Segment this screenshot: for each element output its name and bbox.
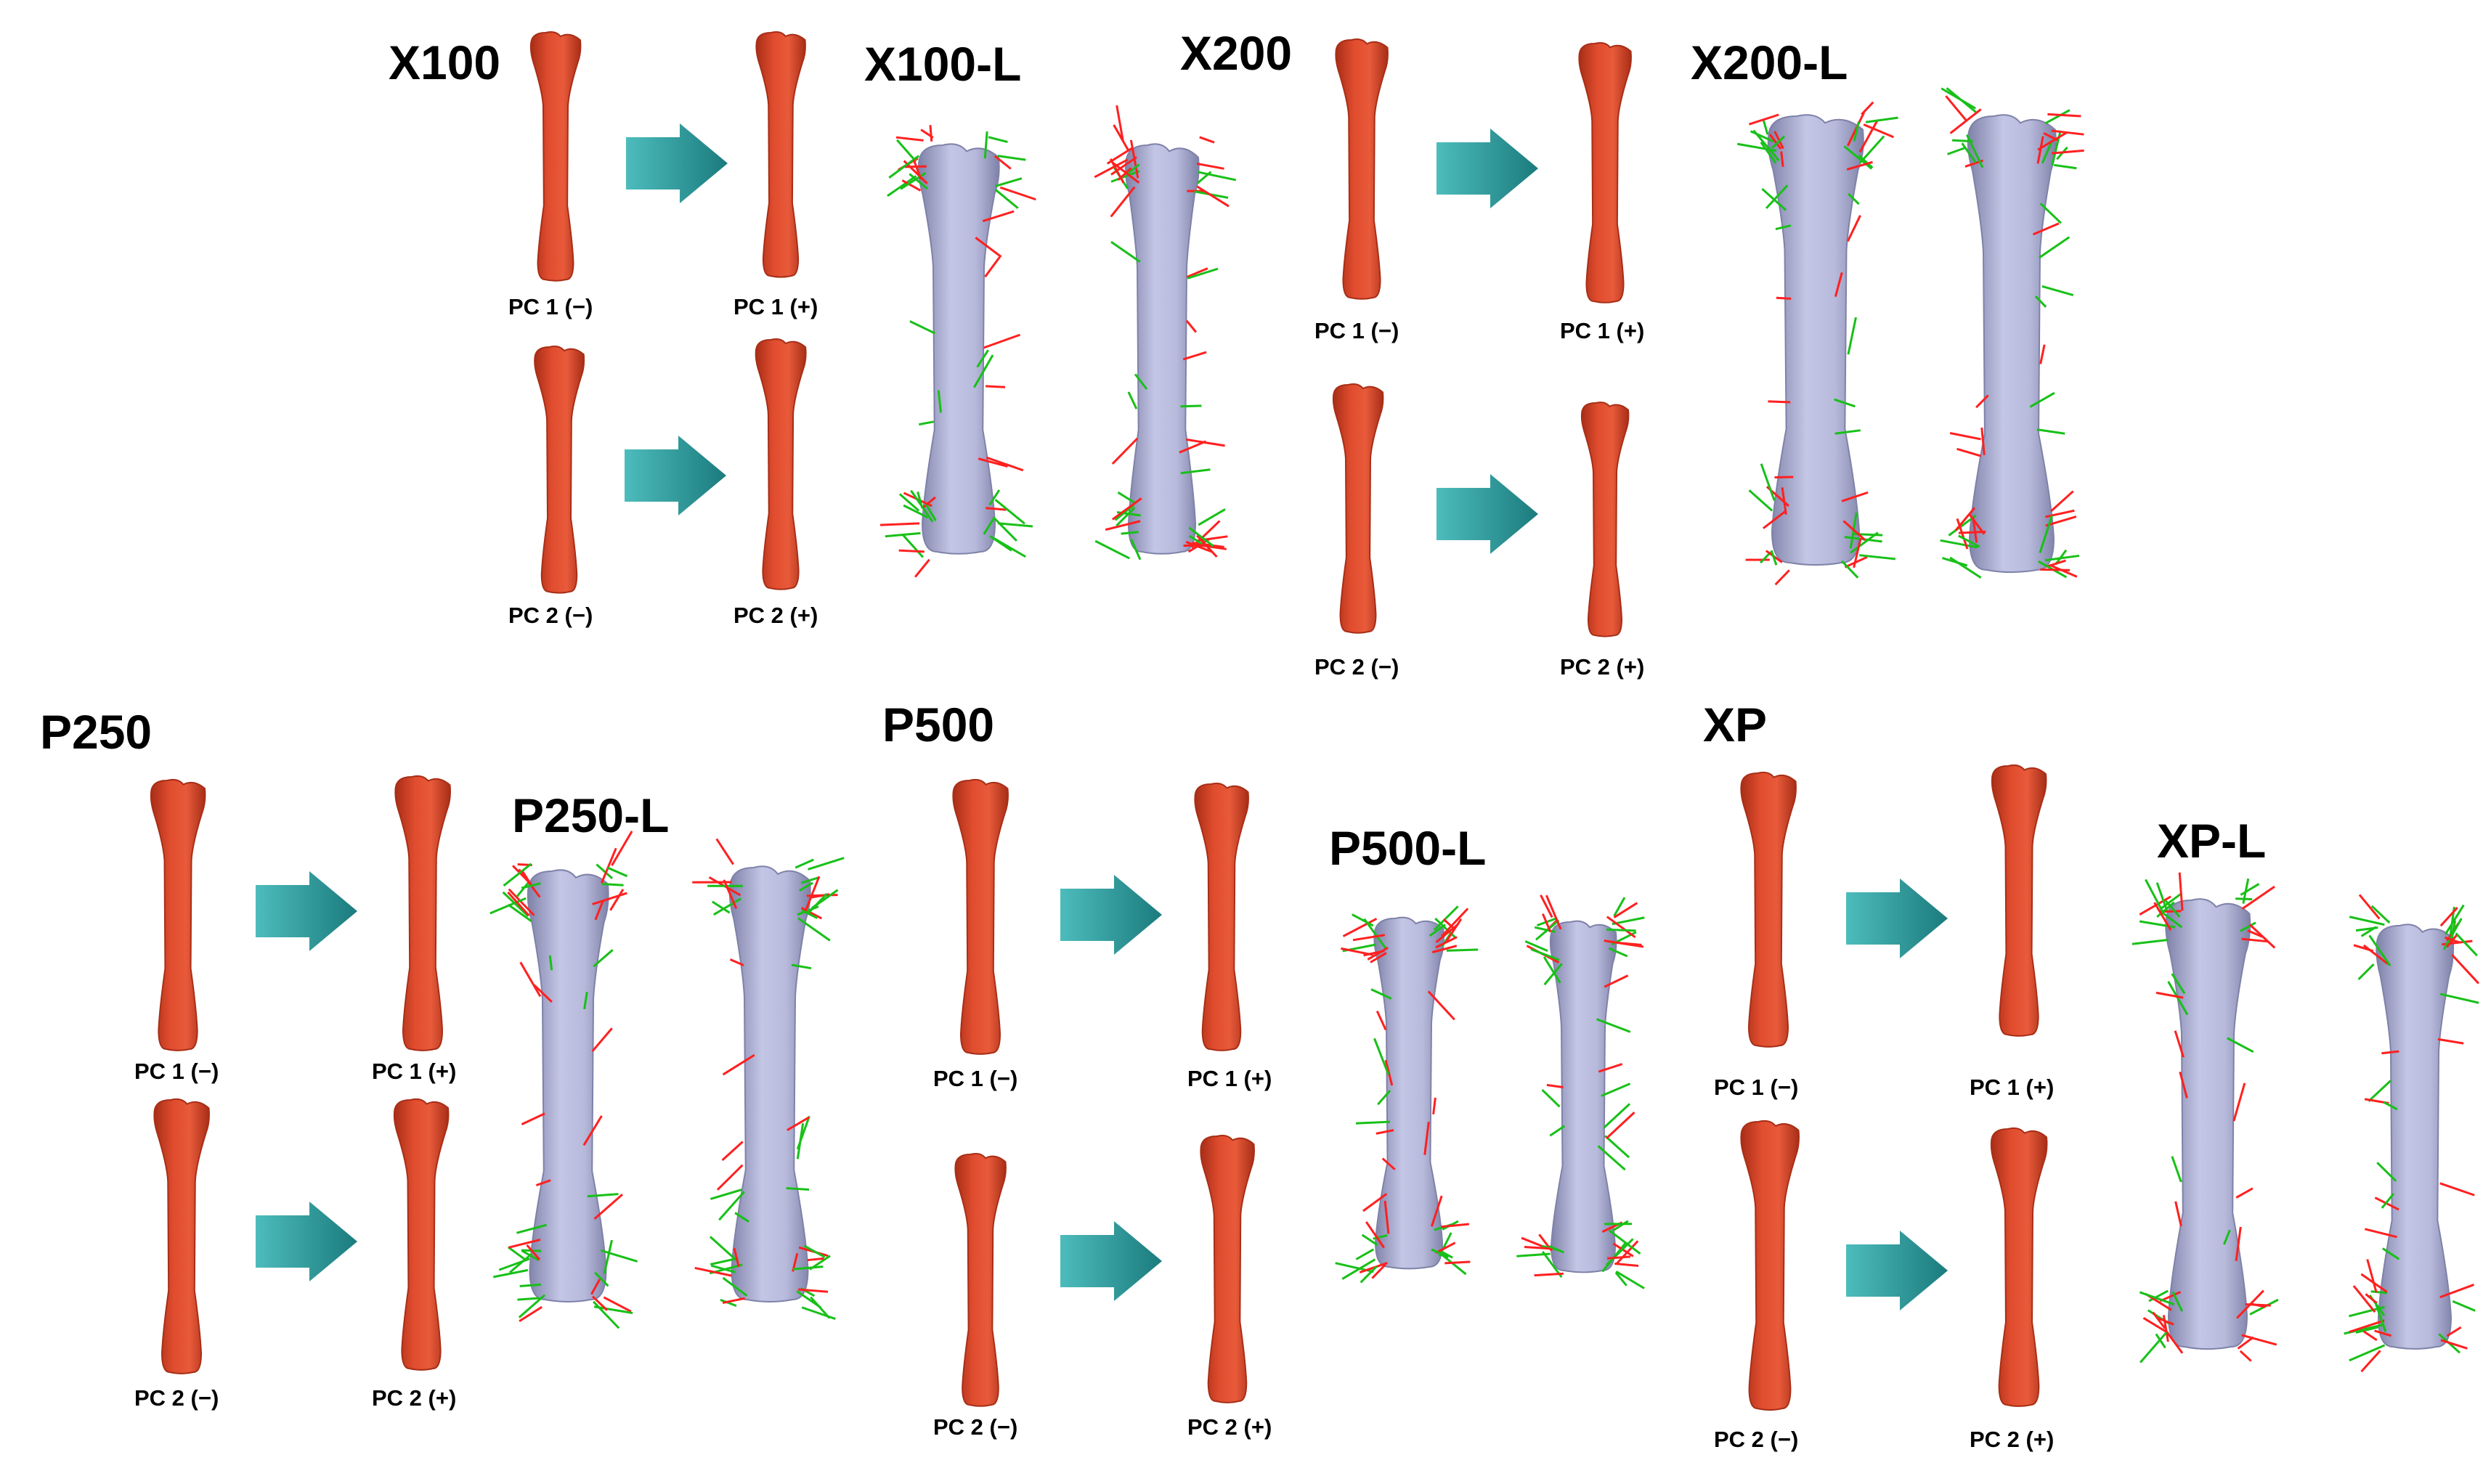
landmark-bone-x200-b <box>1967 114 2057 574</box>
panel-title-x200: X200 <box>1180 26 1293 80</box>
bone-p500-pc1-pos <box>1194 782 1249 1051</box>
landmark-title-x200: X200-L <box>1691 36 1848 89</box>
bone-p500-pc2-neg <box>954 1153 1007 1407</box>
landmark-bone-xp-a-vectors <box>2132 872 2279 1363</box>
landmark-bone-x200-a-vectors <box>1737 101 1898 586</box>
pc-label-p250-pc1-pos: PC 1 (+) <box>372 1059 457 1084</box>
bone-x200-pc1-pos <box>1578 42 1632 303</box>
landmark-bone-p250-a <box>527 869 609 1302</box>
bone-xp-pc2-neg <box>1740 1120 1800 1411</box>
landmark-bone-x100-a-vectors <box>879 125 1036 578</box>
bone-xp-pc1-neg <box>1740 771 1797 1048</box>
landmark-bone-xp-a <box>2165 898 2251 1350</box>
landmark-title-p500: P500-L <box>1329 821 1487 875</box>
bone-p250-pc1-neg <box>150 778 206 1051</box>
landmark-bone-p500-b-vectors <box>1516 894 1645 1289</box>
panel-title-p250: P250 <box>40 705 153 759</box>
arrow-p500-pc2 <box>1060 1221 1162 1301</box>
pc-label-x100-pc2-neg: PC 2 (−) <box>508 603 593 628</box>
landmark-title-x100: X100-L <box>864 37 1022 91</box>
arrow-x200-pc1 <box>1436 129 1538 208</box>
pc-label-p250-pc2-neg: PC 2 (−) <box>134 1385 219 1411</box>
bone-x100-pc2-pos <box>755 338 807 590</box>
landmark-bone-x200-a <box>1767 114 1864 566</box>
bone-p500-pc1-neg <box>952 778 1009 1055</box>
landmark-bone-x100-b <box>1124 143 1200 555</box>
landmark-bone-x100-a <box>917 143 1000 555</box>
pc-label-x100-pc2-pos: PC 2 (+) <box>733 603 818 628</box>
arrow-p250-pc1 <box>256 871 357 951</box>
pc-label-xp-pc1-neg: PC 1 (−) <box>1714 1075 1799 1100</box>
bone-p250-pc2-pos <box>393 1098 450 1371</box>
landmark-bone-p500-a-vectors <box>1335 905 1479 1284</box>
pc-label-xp-pc2-pos: PC 2 (+) <box>1970 1427 2055 1452</box>
landmark-bone-p250-a-vectors <box>489 831 638 1329</box>
pc-label-x200-pc2-pos: PC 2 (+) <box>1560 654 1645 680</box>
panel-title-x100: X100 <box>389 36 501 89</box>
bone-x200-pc1-neg <box>1335 38 1389 300</box>
panel-title-xp: XP <box>1703 698 1768 751</box>
arrow-p500-pc1 <box>1060 875 1162 955</box>
landmark-bone-p250-b-vectors <box>692 838 845 1321</box>
bone-p500-pc2-pos <box>1200 1134 1255 1403</box>
bone-x200-pc2-pos <box>1580 401 1630 637</box>
arrow-x100-pc1 <box>626 123 728 203</box>
pc-label-x100-pc1-neg: PC 1 (−) <box>508 294 593 319</box>
pc-label-xp-pc2-neg: PC 2 (−) <box>1714 1427 1799 1452</box>
arrow-p250-pc2 <box>256 1202 357 1281</box>
landmark-bone-xp-b <box>2376 924 2455 1350</box>
bone-p250-pc2-neg <box>153 1098 210 1374</box>
landmark-bone-x200-b-vectors <box>1940 87 2084 579</box>
pc-label-x200-pc1-neg: PC 1 (−) <box>1314 318 1399 343</box>
bone-xp-pc2-pos <box>1990 1127 2048 1407</box>
bone-p250-pc1-pos <box>394 775 451 1051</box>
bone-x100-pc1-neg <box>529 31 582 282</box>
arrow-xp-pc2 <box>1846 1231 1948 1310</box>
pc-label-p500-pc2-pos: PC 2 (+) <box>1187 1414 1272 1440</box>
pc-label-p500-pc1-neg: PC 1 (−) <box>933 1066 1018 1091</box>
landmark-bone-x100-b-vectors <box>1094 105 1237 560</box>
landmark-title-p250: P250-L <box>512 788 670 842</box>
landmark-bone-p500-a <box>1373 916 1445 1270</box>
arrow-xp-pc1 <box>1846 878 1948 958</box>
pc-label-p250-pc1-neg: PC 1 (−) <box>134 1059 219 1084</box>
bone-xp-pc1-pos <box>1991 764 2047 1037</box>
pc-label-x200-pc2-neg: PC 2 (−) <box>1314 654 1399 680</box>
pc-label-xp-pc1-pos: PC 1 (+) <box>1970 1075 2055 1100</box>
panel-title-p500: P500 <box>882 698 995 751</box>
pc-label-x100-pc1-pos: PC 1 (+) <box>733 294 818 319</box>
arrow-x200-pc2 <box>1436 474 1538 554</box>
pc-label-p500-pc2-neg: PC 2 (−) <box>933 1414 1018 1440</box>
bone-x200-pc2-neg <box>1332 383 1384 634</box>
bone-x100-pc2-neg <box>534 346 585 594</box>
pc-label-p250-pc2-pos: PC 2 (+) <box>372 1385 457 1411</box>
pc-label-x200-pc1-pos: PC 1 (+) <box>1560 318 1645 343</box>
arrow-x100-pc2 <box>625 436 726 515</box>
landmark-bone-xp-b-vectors <box>2344 894 2480 1373</box>
landmark-bone-p500-b <box>1549 920 1617 1273</box>
pc-label-p500-pc1-pos: PC 1 (+) <box>1187 1066 1272 1091</box>
landmark-title-xp: XP-L <box>2157 814 2267 868</box>
landmark-bone-p250-b <box>728 865 811 1302</box>
bone-x100-pc1-pos <box>755 31 806 278</box>
